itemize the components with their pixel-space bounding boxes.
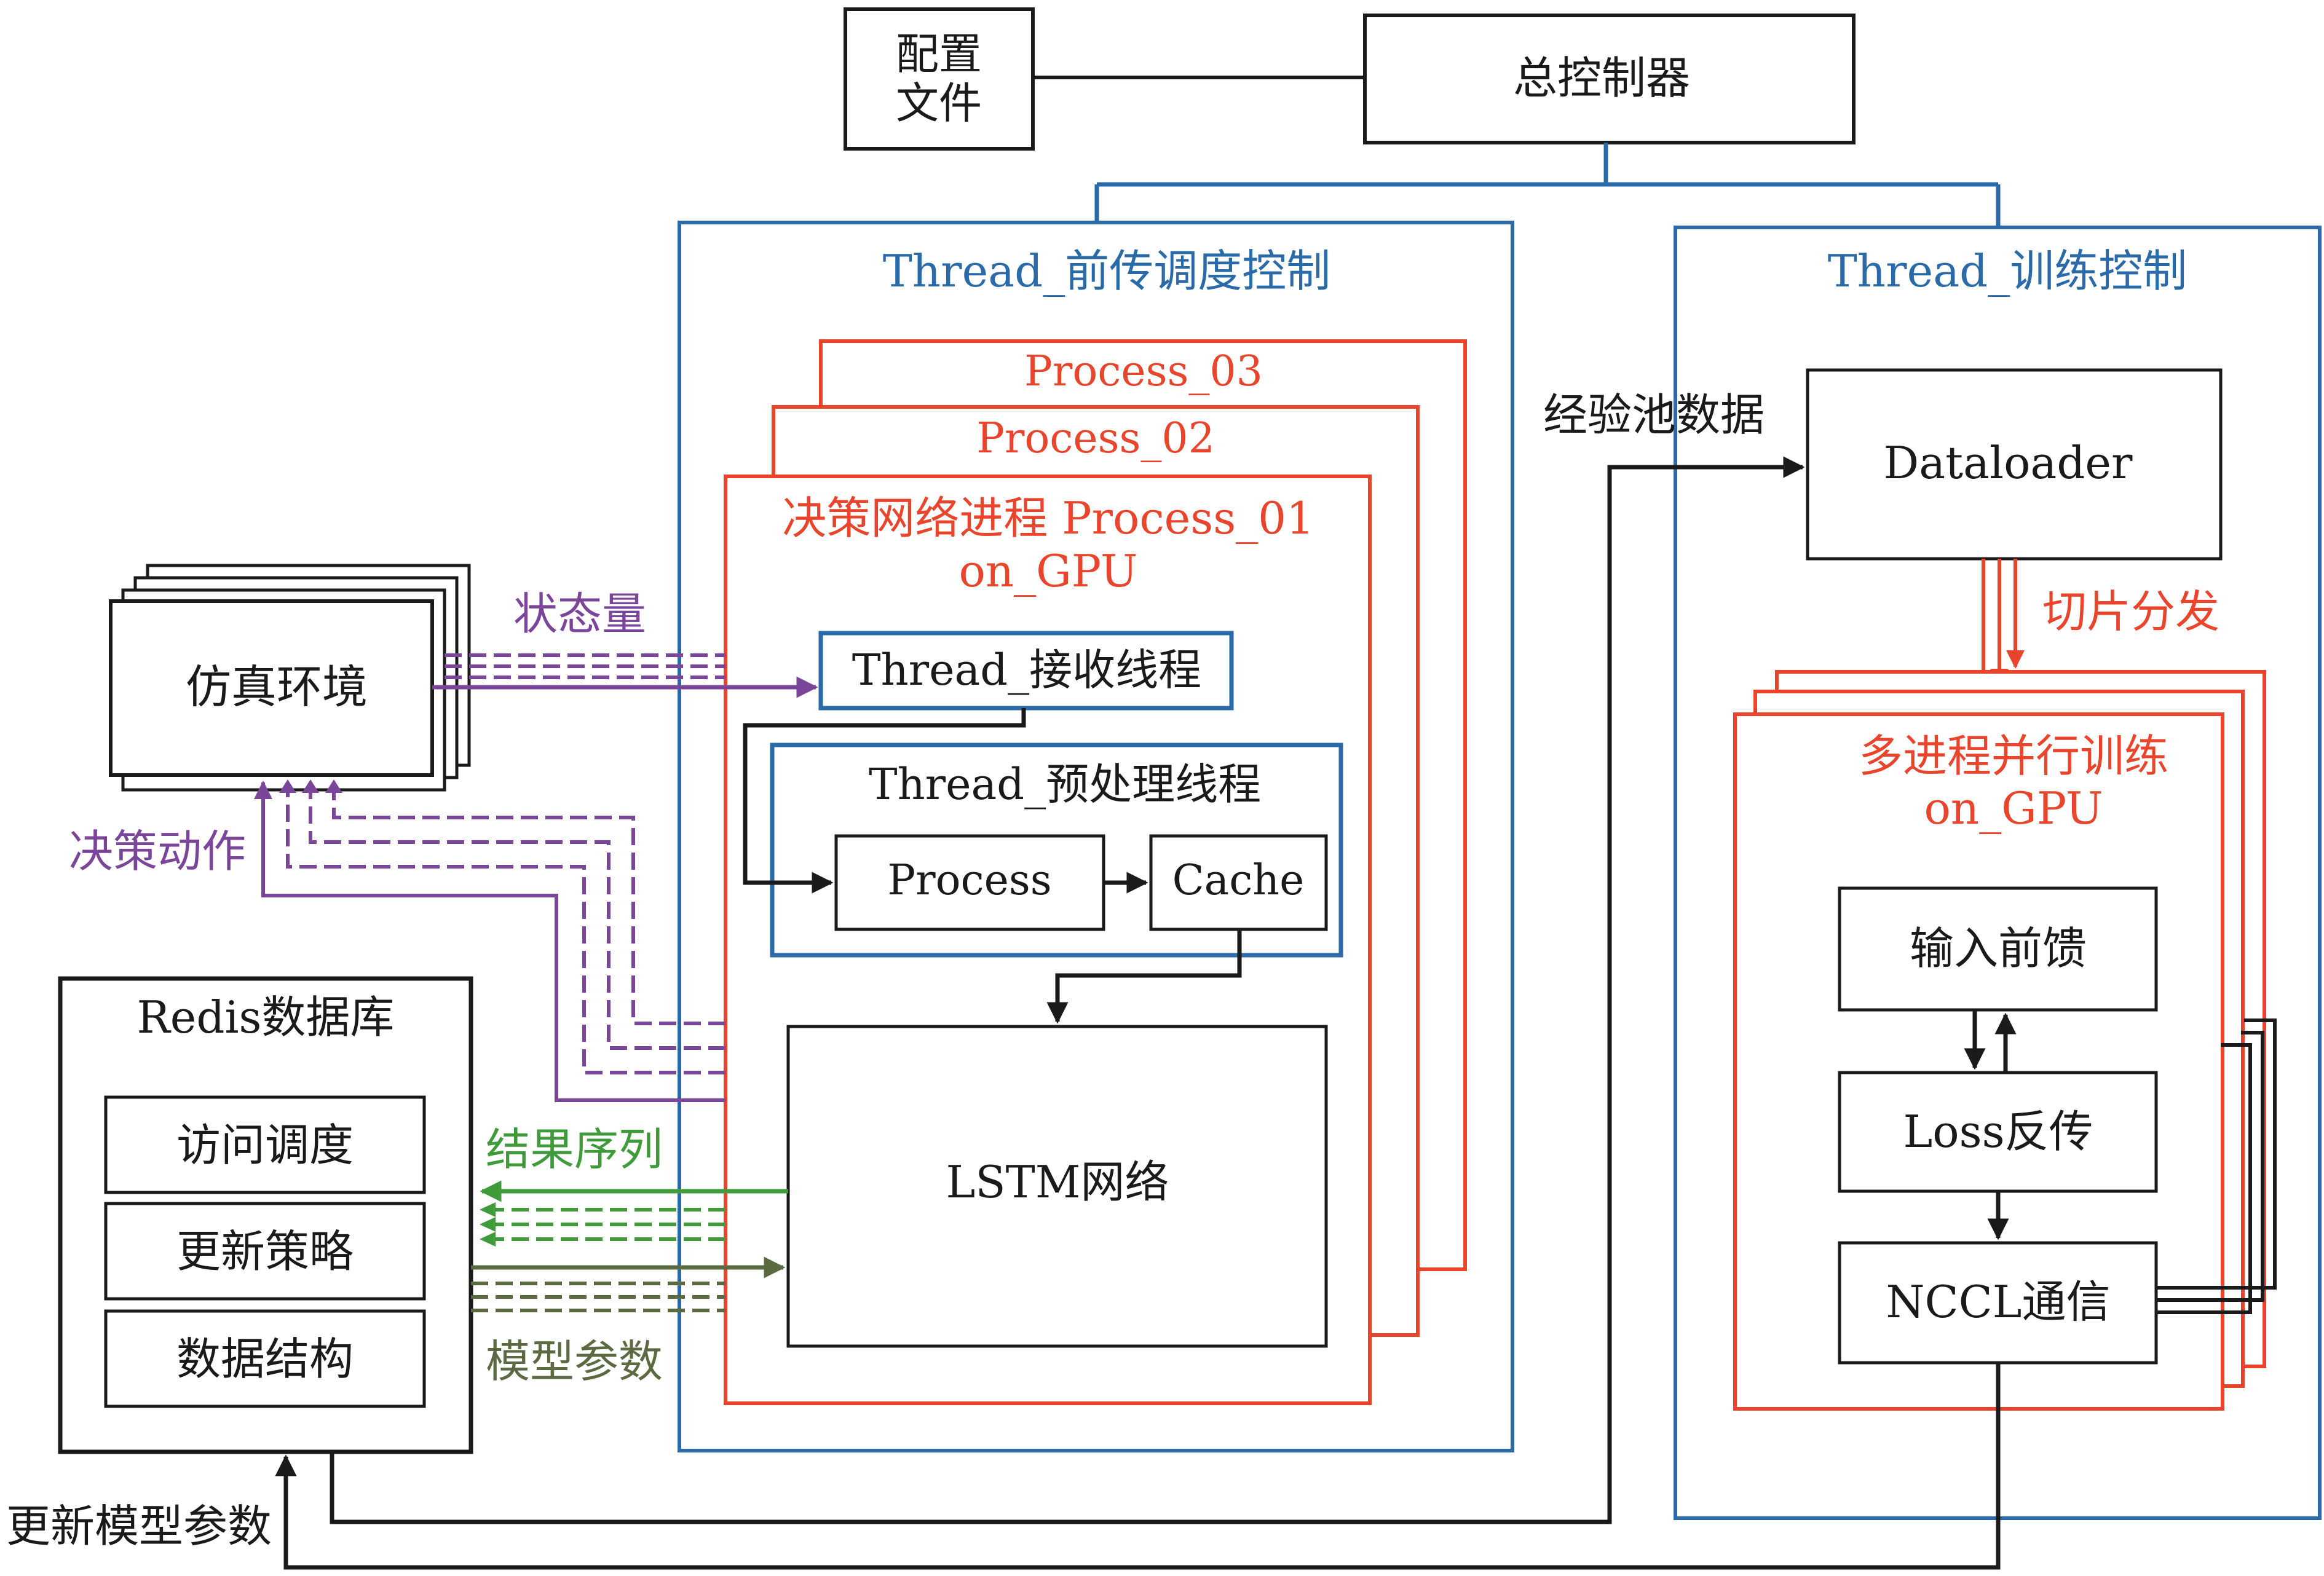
state-label: 状态量 <box>513 588 646 640</box>
model-params-label: 模型参数 <box>486 1336 663 1387</box>
result-seq-arrowheads <box>480 1202 496 1247</box>
config-file-label-1: 配置 <box>896 29 982 79</box>
state-dashed-lines <box>445 653 725 679</box>
input-forward-label: 输入前馈 <box>1910 923 2087 974</box>
config-file-box: 配置 文件 <box>844 7 1035 151</box>
redis-title: Redis数据库 <box>137 991 395 1043</box>
master-controller-label: 总控制器 <box>1513 52 1690 104</box>
preprocess-thread-label: Thread_预处理线程 <box>869 759 1261 810</box>
loss-backprop-label: Loss反传 <box>1903 1106 2093 1157</box>
cache-box <box>1149 834 1328 931</box>
result-seq-dashed-lines <box>489 1208 725 1241</box>
train-thread-title: Thread_训练控制 <box>1828 245 2187 297</box>
dataloader-label: Dataloader <box>1884 437 2133 489</box>
slice-dispatch-label: 切片分发 <box>2042 586 2219 637</box>
cache-to-lstm-arrow <box>1046 929 1242 1024</box>
update-model-params-label: 更新模型参数 <box>6 1500 272 1552</box>
forward-thread-box <box>678 221 1514 1452</box>
multi-train-label-1: 多进程并行训练 <box>1859 730 2168 782</box>
process-01-label-1: 决策网络进程 Process_01 <box>782 492 1314 544</box>
lstm-box <box>786 1025 1328 1348</box>
multi-train-label-2: on_GPU <box>1924 782 2103 834</box>
redis-item-update-label: 更新策略 <box>176 1226 354 1277</box>
controller-branch-line <box>1094 143 2001 227</box>
lstm-label: LSTM网络 <box>946 1156 1169 1208</box>
process-01-label-2: on_GPU <box>958 545 1137 597</box>
redis-item-update <box>104 1202 426 1301</box>
process-label: Process <box>887 856 1051 905</box>
dataloader-box <box>1806 368 2223 561</box>
experience-pool-arrow <box>330 456 1805 1524</box>
nccl-sync-lines <box>2156 1018 2277 1314</box>
sim-env-box <box>109 599 434 777</box>
config-file-label-2: 文件 <box>896 78 982 128</box>
recv-to-process-arrow <box>743 708 1026 894</box>
process-03-label: Process_03 <box>1024 347 1263 396</box>
redis-item-struct-label: 数据结构 <box>176 1333 354 1385</box>
nccl-box <box>1838 1241 2158 1365</box>
process-box <box>834 834 1105 931</box>
cache-label: Cache <box>1172 856 1305 905</box>
forward-thread-title: Thread_前传调度控制 <box>883 245 1330 297</box>
recv-thread-label: Thread_接收线程 <box>852 645 1201 695</box>
action-label: 决策动作 <box>69 825 246 877</box>
process-02-label: Process_02 <box>976 414 1215 463</box>
redis-item-struct <box>104 1309 426 1408</box>
master-controller-box: 总控制器 <box>1363 14 1856 144</box>
action-solid-line <box>254 781 725 1102</box>
update-model-params-arrow <box>275 1363 2001 1570</box>
experience-pool-label: 经验池数据 <box>1543 389 1765 441</box>
redis-item-access-label: 访问调度 <box>176 1119 354 1171</box>
result-seq-label: 结果序列 <box>486 1124 663 1175</box>
input-forward-box <box>1838 886 2158 1012</box>
action-dashed-lines <box>286 782 725 1074</box>
redis-item-access <box>104 1095 426 1194</box>
nccl-label: NCCL通信 <box>1886 1276 2111 1328</box>
sim-env-label: 仿真环境 <box>186 661 368 714</box>
recv-thread-box <box>818 631 1234 711</box>
loss-backprop-box <box>1838 1071 2158 1193</box>
action-arrowheads <box>279 779 342 793</box>
model-params-dashed-lines <box>471 1282 725 1312</box>
